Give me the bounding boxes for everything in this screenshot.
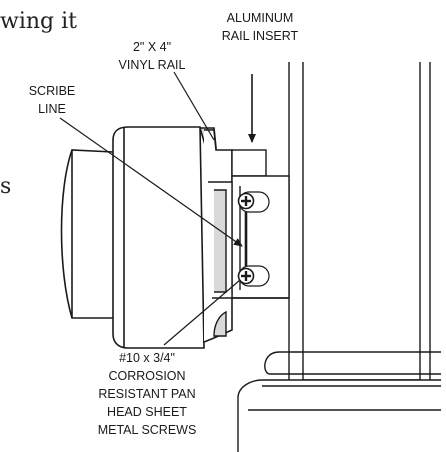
vinyl-label-line-2: VINYL RAIL xyxy=(119,58,186,72)
screws-label-line-1: #10 x 3/4" xyxy=(119,351,175,365)
screws-leader xyxy=(163,279,241,346)
label-screws: #10 x 3/4" CORROSION RESISTANT PAN HEAD … xyxy=(98,351,197,437)
cut-heading-text: wing it xyxy=(0,9,77,34)
label-aluminum-rail-insert: ALUMINUM RAIL INSERT xyxy=(222,11,299,43)
bottom-screw xyxy=(237,267,255,285)
cut-margin-text: s xyxy=(0,174,11,199)
scribe-line-leader xyxy=(59,117,243,247)
vinyl-label-line-1: 2" X 4" xyxy=(133,40,171,54)
post-column xyxy=(288,62,431,382)
screws-label-line-2: CORROSION xyxy=(108,369,185,383)
label-vinyl-rail: 2" X 4" VINYL RAIL xyxy=(119,40,186,72)
vinyl-rail xyxy=(60,126,233,349)
screws-label-line-4: HEAD SHEET xyxy=(107,405,187,419)
post-base-trim xyxy=(237,351,441,452)
aluminum-rail-insert xyxy=(231,149,267,177)
aluminum-label-line-1: ALUMINUM xyxy=(227,11,294,25)
screws-label-line-5: METAL SCREWS xyxy=(98,423,197,437)
label-scribe-line: SCRIBE LINE xyxy=(29,84,76,116)
aluminum-label-line-2: RAIL INSERT xyxy=(222,29,299,43)
vinyl-rail-leader xyxy=(173,71,215,141)
scribe-label-line-1: SCRIBE xyxy=(29,84,76,98)
screws-label-line-3: RESISTANT PAN xyxy=(98,387,195,401)
leader-lines xyxy=(59,71,256,346)
top-screw xyxy=(237,192,255,210)
scribe-label-line-2: LINE xyxy=(38,102,66,116)
